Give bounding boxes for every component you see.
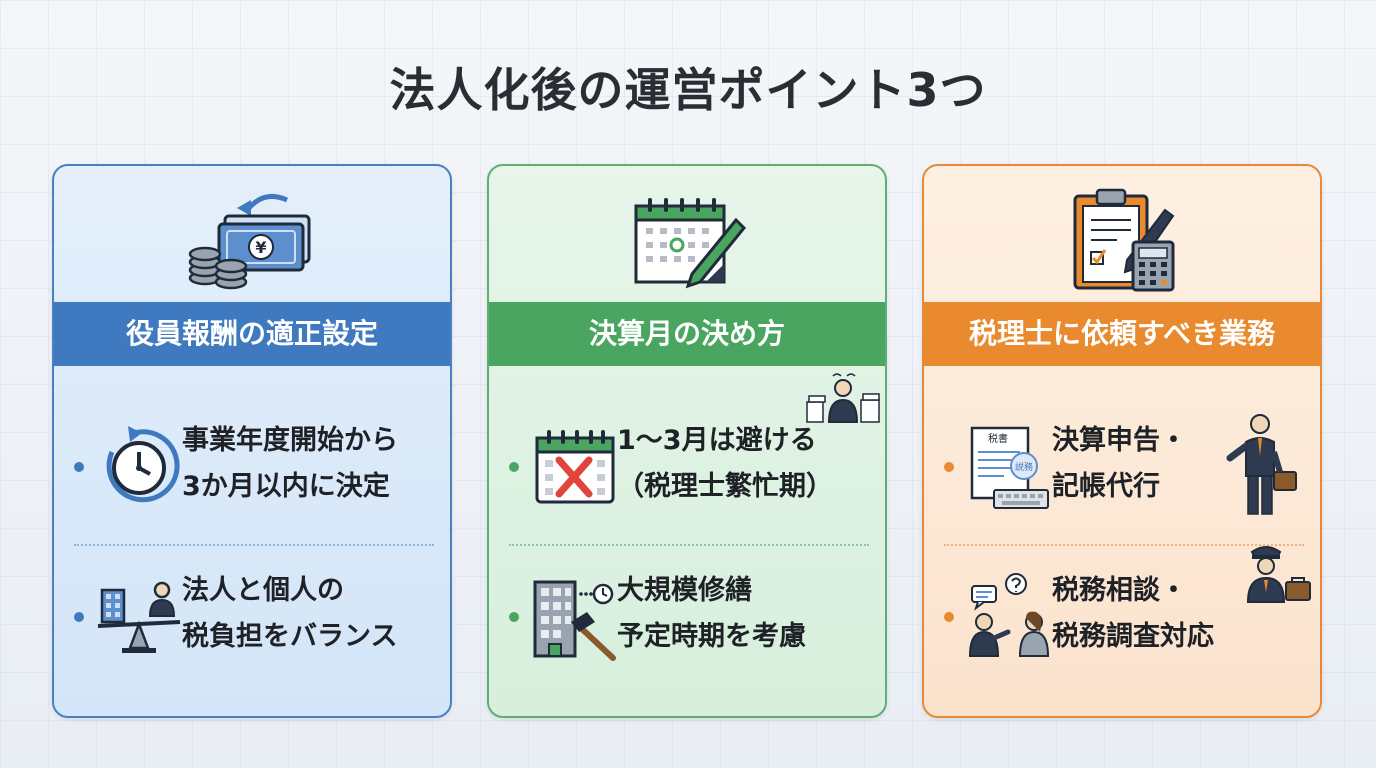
list-item: 税務相談・ 税務調査対応 [924,546,1320,676]
bullet-dot [944,462,954,472]
building-repair-icon [529,572,619,662]
clipboard-calculator-icon [924,186,1320,296]
list-item: 大規模修繕 予定時期を考慮 [489,556,885,676]
card-tax-accountant-services: 税理士に依頼すべき業務 税書 説務 決算申告・ 記帳代行 [922,164,1322,718]
item-text-line: 法人と個人の [182,575,344,606]
list-item: 事業年度開始から 3か月以内に決定 [54,406,450,526]
item-text-line: 税負担をバランス [182,621,398,652]
card-executive-compensation: ¥ 役員報酬の適正設定 事業年 [52,164,452,718]
list-item: 税書 説務 決算申告・ 記帳代行 [924,406,1320,526]
item-text-line: 大規模修繕 [617,575,752,606]
divider [944,544,1304,546]
item-text-line: 税務相談・ [1052,575,1187,606]
bullet-dot [509,462,519,472]
tax-inspector-icon [1238,540,1312,604]
page-title: 法人化後の運営ポイント3つ [389,63,987,117]
list-item: 法人と個人の 税負担をバランス [54,556,450,676]
balance-scale-icon [94,572,184,662]
calendar-x-icon [529,422,619,512]
card-fiscal-month: 決算月の決め方 1～3月は避ける （税理士繁忙期） [487,164,887,718]
consultation-icon [964,572,1054,662]
bullet-dot [74,612,84,622]
currency-symbol: ¥ [255,238,266,257]
item-text-line: （税理士繁忙期） [617,471,833,502]
bullet-dot [944,612,954,622]
businessman-icon [1224,412,1300,518]
card-heading: 税理士に依頼すべき業務 [924,302,1320,366]
item-text-line: 3か月以内に決定 [182,471,390,502]
card-heading: 役員報酬の適正設定 [54,302,450,366]
busy-person-icon [803,372,883,426]
bullet-dot [74,462,84,472]
divider [74,544,434,546]
list-item: 1～3月は避ける （税理士繁忙期） [489,406,885,526]
bullet-dot [509,612,519,622]
item-text-line: 予定時期を考慮 [617,621,806,652]
tax-document-icon: 税書 説務 [964,422,1054,512]
tax-doc-header: 税書 [988,432,1008,445]
item-text-line: 税務調査対応 [1052,621,1214,652]
tax-doc-stamp: 説務 [1015,461,1033,473]
card-heading: 決算月の決め方 [489,302,885,366]
item-text-line: 事業年度開始から [182,425,398,456]
item-text-line: 1～3月は避ける [617,425,817,456]
item-text-line: 決算申告・ [1052,425,1187,456]
divider [509,544,869,546]
item-text-line: 記帳代行 [1052,471,1160,502]
clock-icon [94,422,184,512]
calendar-pen-icon [489,186,885,296]
money-exchange-icon: ¥ [54,186,450,296]
